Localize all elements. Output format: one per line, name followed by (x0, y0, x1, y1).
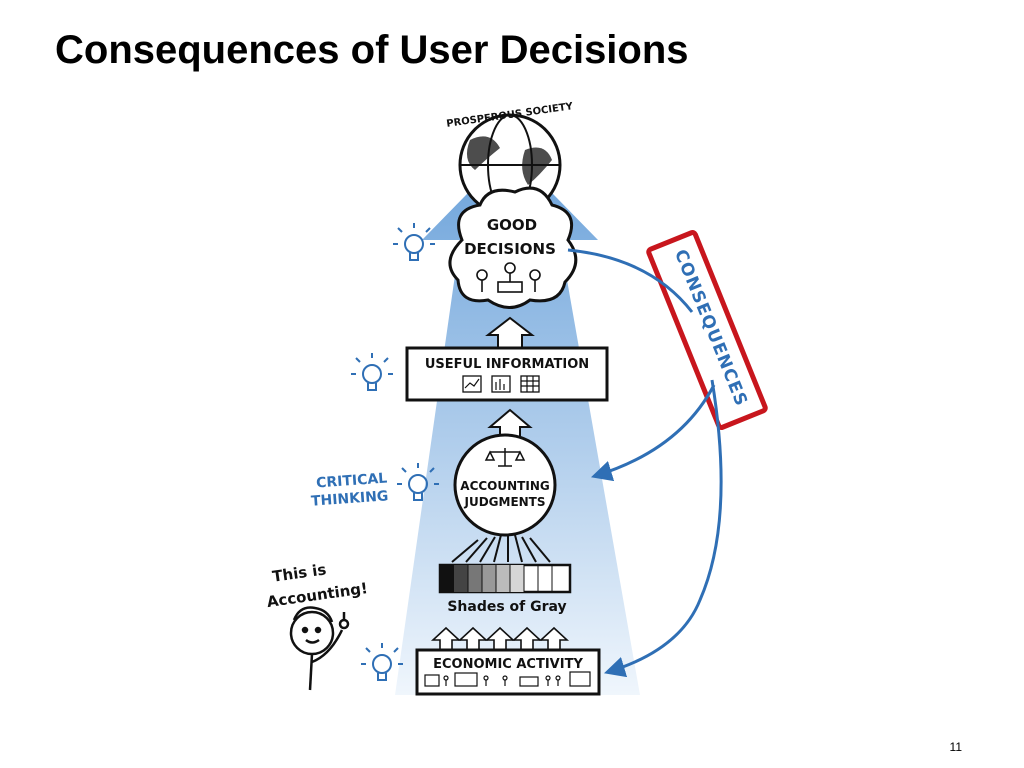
accounting-judgments-circle: ACCOUNTING JUDGMENTS (453, 433, 557, 537)
lightbulb-icon (393, 223, 435, 261)
speech-line-1: This is (271, 560, 327, 585)
lightbulb-icon (397, 463, 439, 501)
shades-of-gray-bar (438, 563, 572, 594)
scale-icon (484, 448, 526, 467)
consequence-arrow-top (567, 248, 694, 313)
good-label: GOOD (487, 216, 537, 234)
economic-activity-label: ECONOMIC ACTIVITY (433, 657, 583, 672)
slide-title: Consequences of User Decisions (55, 28, 689, 72)
thinking-label: THINKING (311, 488, 389, 509)
critical-label: CRITICAL (316, 471, 388, 492)
lightbulb-icon (351, 353, 393, 391)
up-arrow-1 (485, 316, 535, 349)
person-figure (289, 606, 350, 691)
economic-up-arrows (430, 626, 570, 651)
decisions-label: DECISIONS (464, 240, 556, 258)
consequences-box (646, 230, 768, 430)
accounting-label: ACCOUNTING (460, 479, 549, 493)
economic-activity-box: ECONOMIC ACTIVITY (415, 648, 601, 696)
consequence-arrow-to-economic (603, 379, 723, 678)
useful-information-label: USEFUL INFORMATION (425, 357, 589, 372)
consequence-arrow-to-judgments (590, 384, 716, 482)
converging-arrows (451, 534, 551, 563)
judgments-label: JUDGMENTS (463, 495, 545, 509)
good-decisions-cloud: GOOD DECISIONS (448, 186, 578, 309)
shades-of-gray-label: Shades of Gray (447, 599, 566, 615)
page-number: 11 (949, 740, 962, 754)
lightbulb-icon (361, 643, 403, 681)
useful-information-box: USEFUL INFORMATION (405, 346, 609, 402)
